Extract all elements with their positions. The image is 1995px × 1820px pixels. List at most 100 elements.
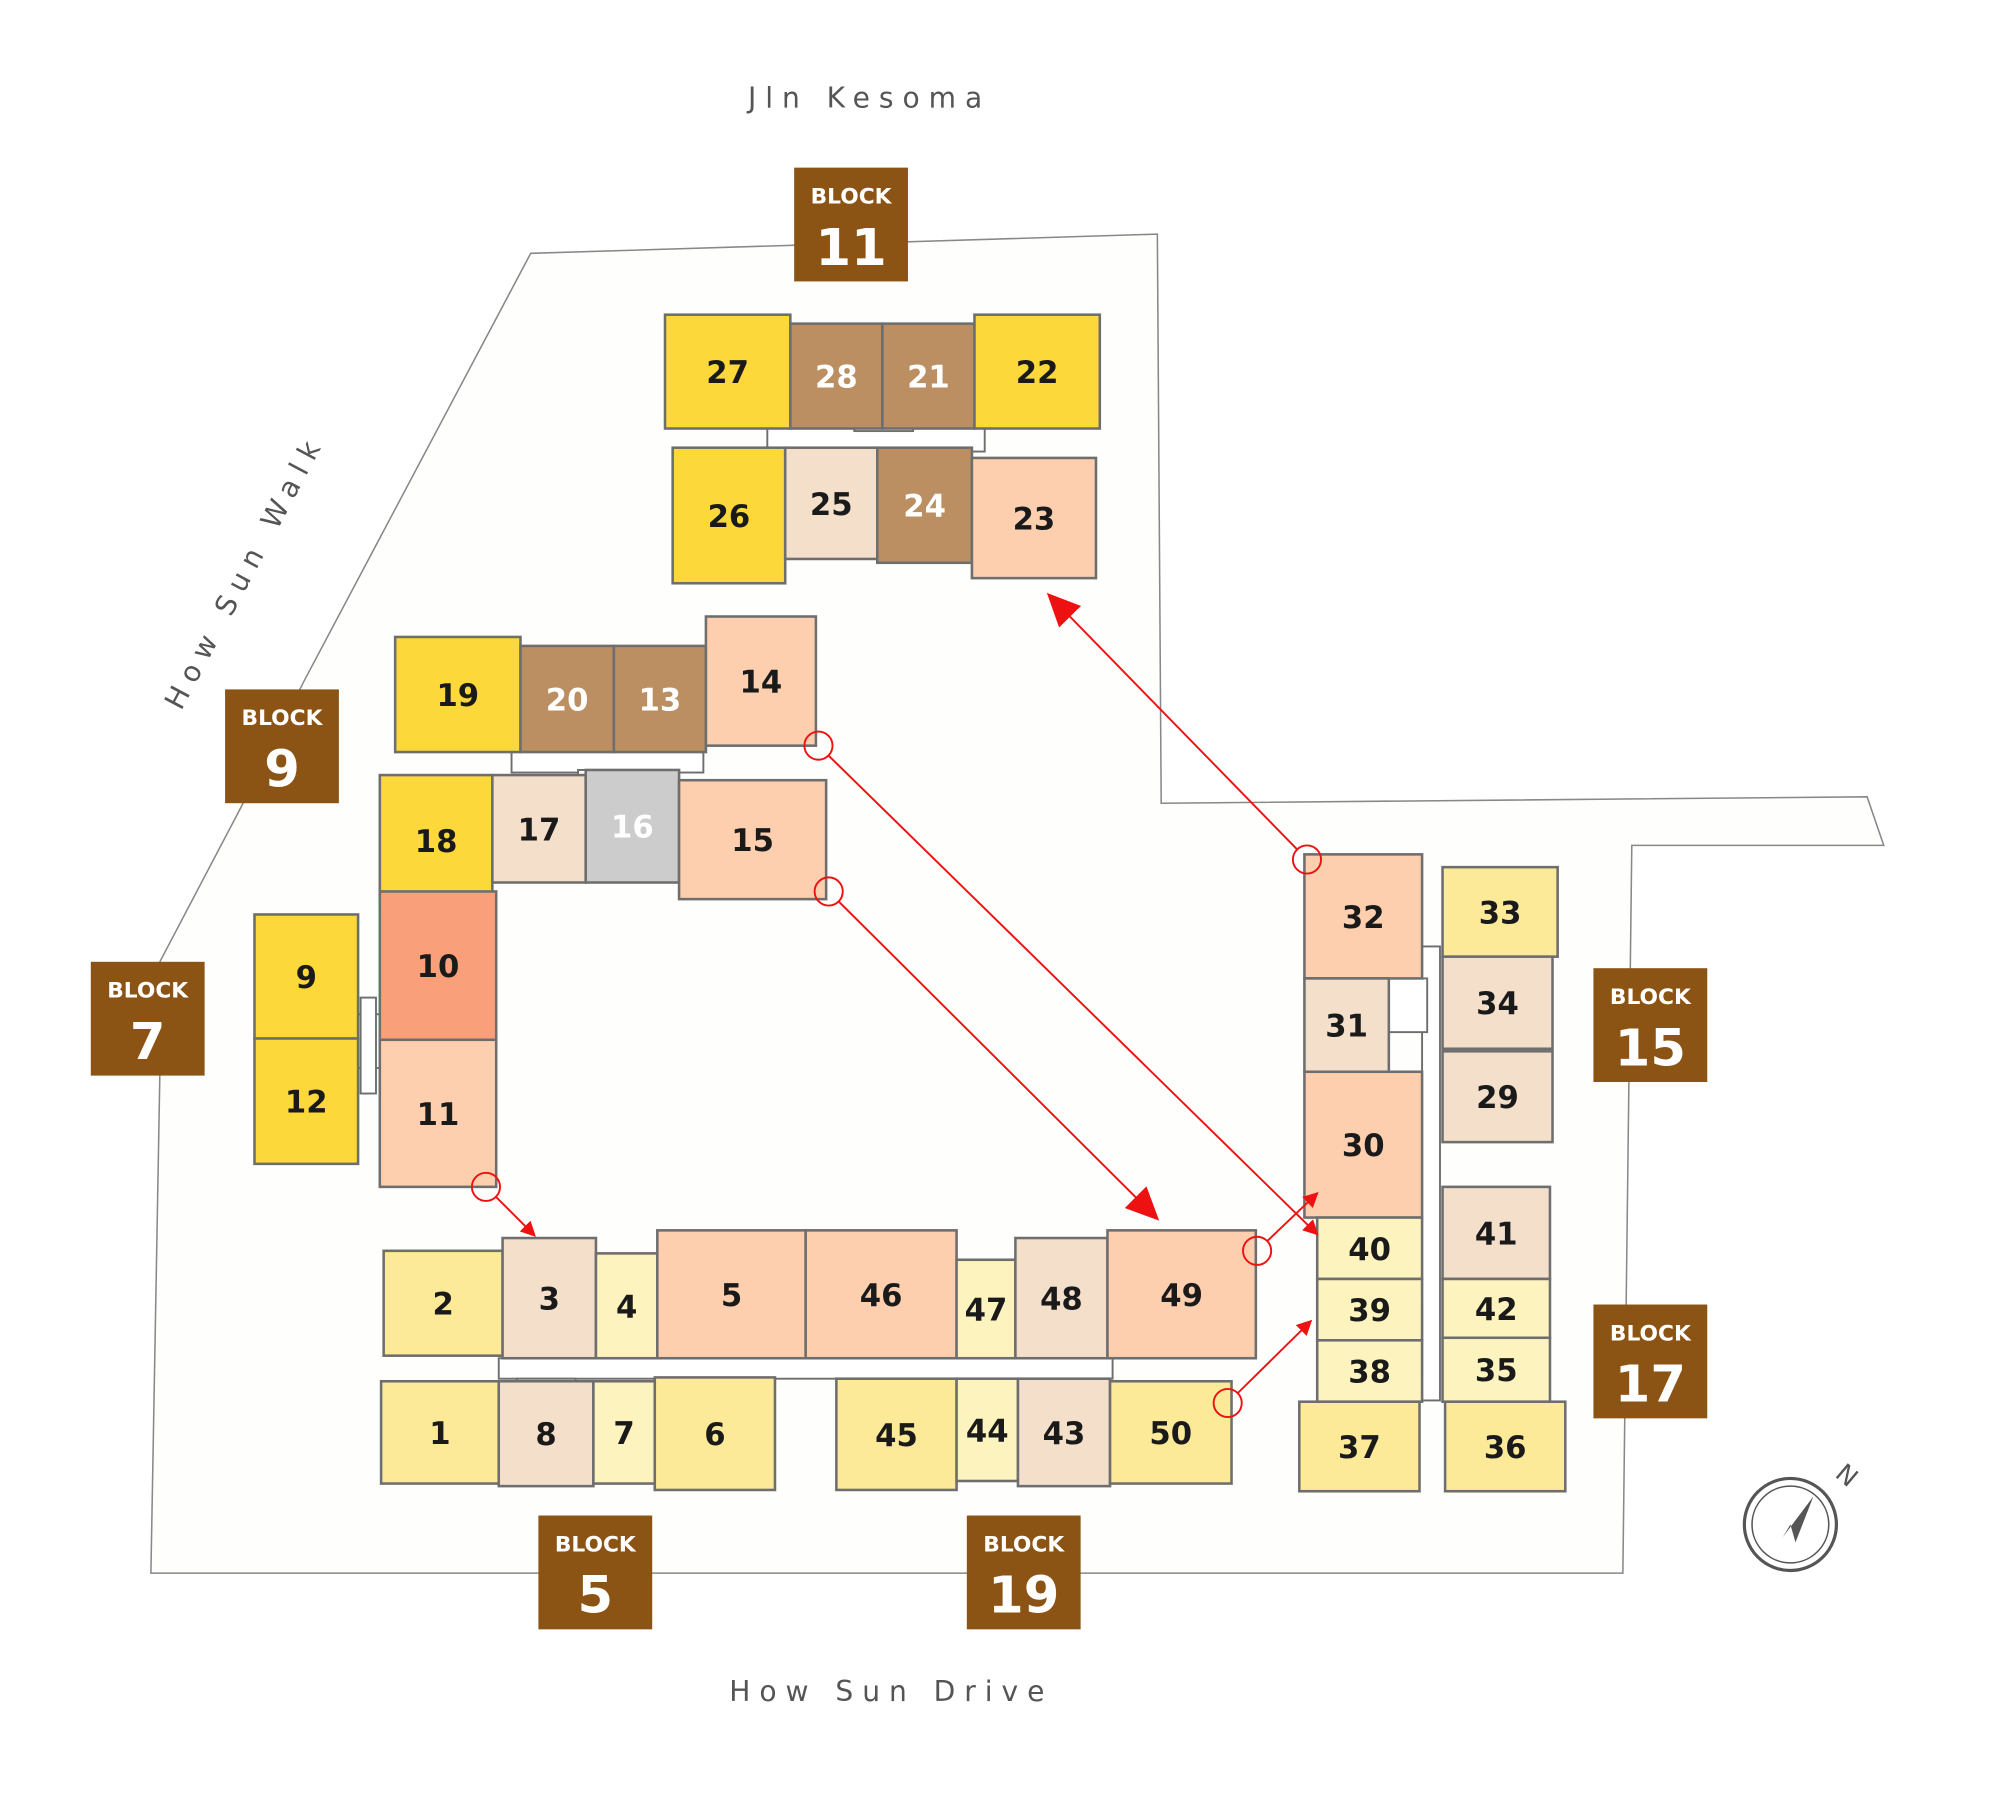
- unit-38[interactable]: 38: [1315, 1339, 1424, 1403]
- unit-43[interactable]: 43: [1016, 1377, 1112, 1488]
- unit-shape: [1441, 1277, 1552, 1340]
- unit-shape: [592, 1379, 657, 1485]
- unit-number: 8: [535, 1418, 556, 1453]
- unit-shape: [1016, 1377, 1112, 1488]
- unit-17[interactable]: 17: [491, 773, 587, 884]
- unit-42[interactable]: 42: [1441, 1277, 1552, 1340]
- unit-shape: [1108, 1379, 1233, 1485]
- unit-21[interactable]: 21: [881, 322, 976, 430]
- unit-shape: [519, 644, 616, 754]
- unit-5[interactable]: 5: [656, 1229, 807, 1360]
- compass-icon: N: [1742, 1458, 1863, 1573]
- unit-10[interactable]: 10: [378, 890, 498, 1042]
- unit-23[interactable]: 23: [970, 456, 1098, 580]
- unit-20[interactable]: 20: [519, 644, 616, 754]
- unit-3[interactable]: 3: [501, 1236, 598, 1360]
- unit-12[interactable]: 12: [253, 1037, 360, 1166]
- route-start-marker: [1291, 844, 1323, 875]
- block-label-bg: [538, 1515, 653, 1630]
- unit-9[interactable]: 9: [253, 913, 360, 1040]
- unit-shape: [804, 1229, 958, 1360]
- unit-50[interactable]: 50: [1108, 1379, 1233, 1485]
- unit-18[interactable]: 18: [378, 773, 494, 907]
- unit-16[interactable]: 16: [584, 768, 681, 884]
- route-arrow: [813, 876, 1160, 1221]
- unit-number: 49: [1160, 1279, 1203, 1314]
- unit-2[interactable]: 2: [382, 1249, 504, 1357]
- unit-24[interactable]: 24: [876, 446, 974, 565]
- unit-39[interactable]: 39: [1315, 1277, 1424, 1342]
- unit-8[interactable]: 8: [497, 1379, 595, 1488]
- unit-45[interactable]: 45: [835, 1377, 958, 1492]
- unit-40[interactable]: 40: [1315, 1216, 1424, 1281]
- unit-shape: [955, 1377, 1020, 1483]
- unit-7[interactable]: 7: [592, 1379, 657, 1485]
- unit-32[interactable]: 32: [1303, 853, 1424, 980]
- unit-6[interactable]: 6: [653, 1376, 777, 1492]
- block-label-bg: [1593, 1304, 1708, 1419]
- block-labels: BLOCK11BLOCK9BLOCK7BLOCK15BLOCK17BLOCK5B…: [90, 167, 1708, 1630]
- unit-33[interactable]: 33: [1441, 865, 1559, 958]
- unit-number: 11: [417, 1098, 460, 1133]
- unit-shape: [783, 446, 879, 561]
- corridor: [497, 1357, 1114, 1380]
- unit-49[interactable]: 49: [1106, 1229, 1258, 1360]
- unit-11[interactable]: 11: [378, 1038, 498, 1189]
- block-label-bg: [225, 689, 339, 804]
- unit-15[interactable]: 15: [677, 778, 828, 901]
- unit-46[interactable]: 46: [804, 1229, 958, 1360]
- unit-19[interactable]: 19: [393, 635, 522, 754]
- unit-shape: [1315, 1339, 1424, 1403]
- unit-shape: [1014, 1236, 1109, 1360]
- unit-number: 17: [518, 813, 561, 848]
- unit-number: 46: [860, 1279, 903, 1314]
- block-number: 19: [988, 1567, 1059, 1626]
- unit-shape: [881, 322, 976, 430]
- road-label-north: Jln Kesoma: [746, 82, 991, 115]
- unit-shape: [1315, 1277, 1424, 1342]
- unit-number: 34: [1476, 987, 1519, 1022]
- unit-31[interactable]: 31: [1303, 977, 1391, 1074]
- unit-48[interactable]: 48: [1014, 1236, 1109, 1360]
- unit-29[interactable]: 29: [1441, 1050, 1554, 1144]
- block-number: 17: [1615, 1356, 1686, 1415]
- unit-28[interactable]: 28: [789, 322, 884, 430]
- unit-44[interactable]: 44: [955, 1377, 1020, 1483]
- block-number: 7: [130, 1013, 166, 1072]
- unit-4[interactable]: 4: [594, 1252, 659, 1360]
- unit-shape: [1298, 1400, 1421, 1493]
- unit-34[interactable]: 34: [1441, 955, 1554, 1051]
- unit-1[interactable]: 1: [379, 1379, 501, 1485]
- unit-26[interactable]: 26: [671, 446, 787, 585]
- unit-36[interactable]: 36: [1443, 1400, 1567, 1493]
- compass-north-label: N: [1829, 1458, 1863, 1493]
- unit-37[interactable]: 37: [1298, 1400, 1421, 1493]
- unit-30[interactable]: 30: [1303, 1070, 1424, 1219]
- unit-shape: [677, 778, 828, 901]
- unit-shape: [379, 1379, 501, 1485]
- unit-number: 44: [966, 1414, 1009, 1449]
- block-word: BLOCK: [555, 1532, 637, 1557]
- unit-shape: [653, 1376, 777, 1492]
- unit-14[interactable]: 14: [704, 615, 818, 747]
- route-arrow: [470, 1171, 536, 1237]
- route-start-marker: [1212, 1387, 1243, 1419]
- unit-27[interactable]: 27: [663, 313, 792, 430]
- unit-number: 42: [1475, 1293, 1518, 1328]
- unit-shape: [1106, 1229, 1258, 1360]
- unit-shape: [378, 1038, 498, 1189]
- unit-number: 6: [704, 1418, 725, 1453]
- unit-22[interactable]: 22: [973, 313, 1102, 430]
- block-word: BLOCK: [1610, 1321, 1692, 1346]
- block-word: BLOCK: [1610, 985, 1692, 1010]
- unit-number: 18: [415, 825, 458, 860]
- unit-35[interactable]: 35: [1441, 1336, 1552, 1403]
- unit-41[interactable]: 41: [1441, 1185, 1552, 1281]
- block-word: BLOCK: [242, 706, 324, 731]
- route-arrow: [1242, 1191, 1319, 1266]
- unit-47[interactable]: 47: [955, 1258, 1017, 1360]
- unit-13[interactable]: 13: [612, 644, 708, 754]
- unit-25[interactable]: 25: [783, 446, 879, 561]
- unit-number: 21: [907, 361, 950, 396]
